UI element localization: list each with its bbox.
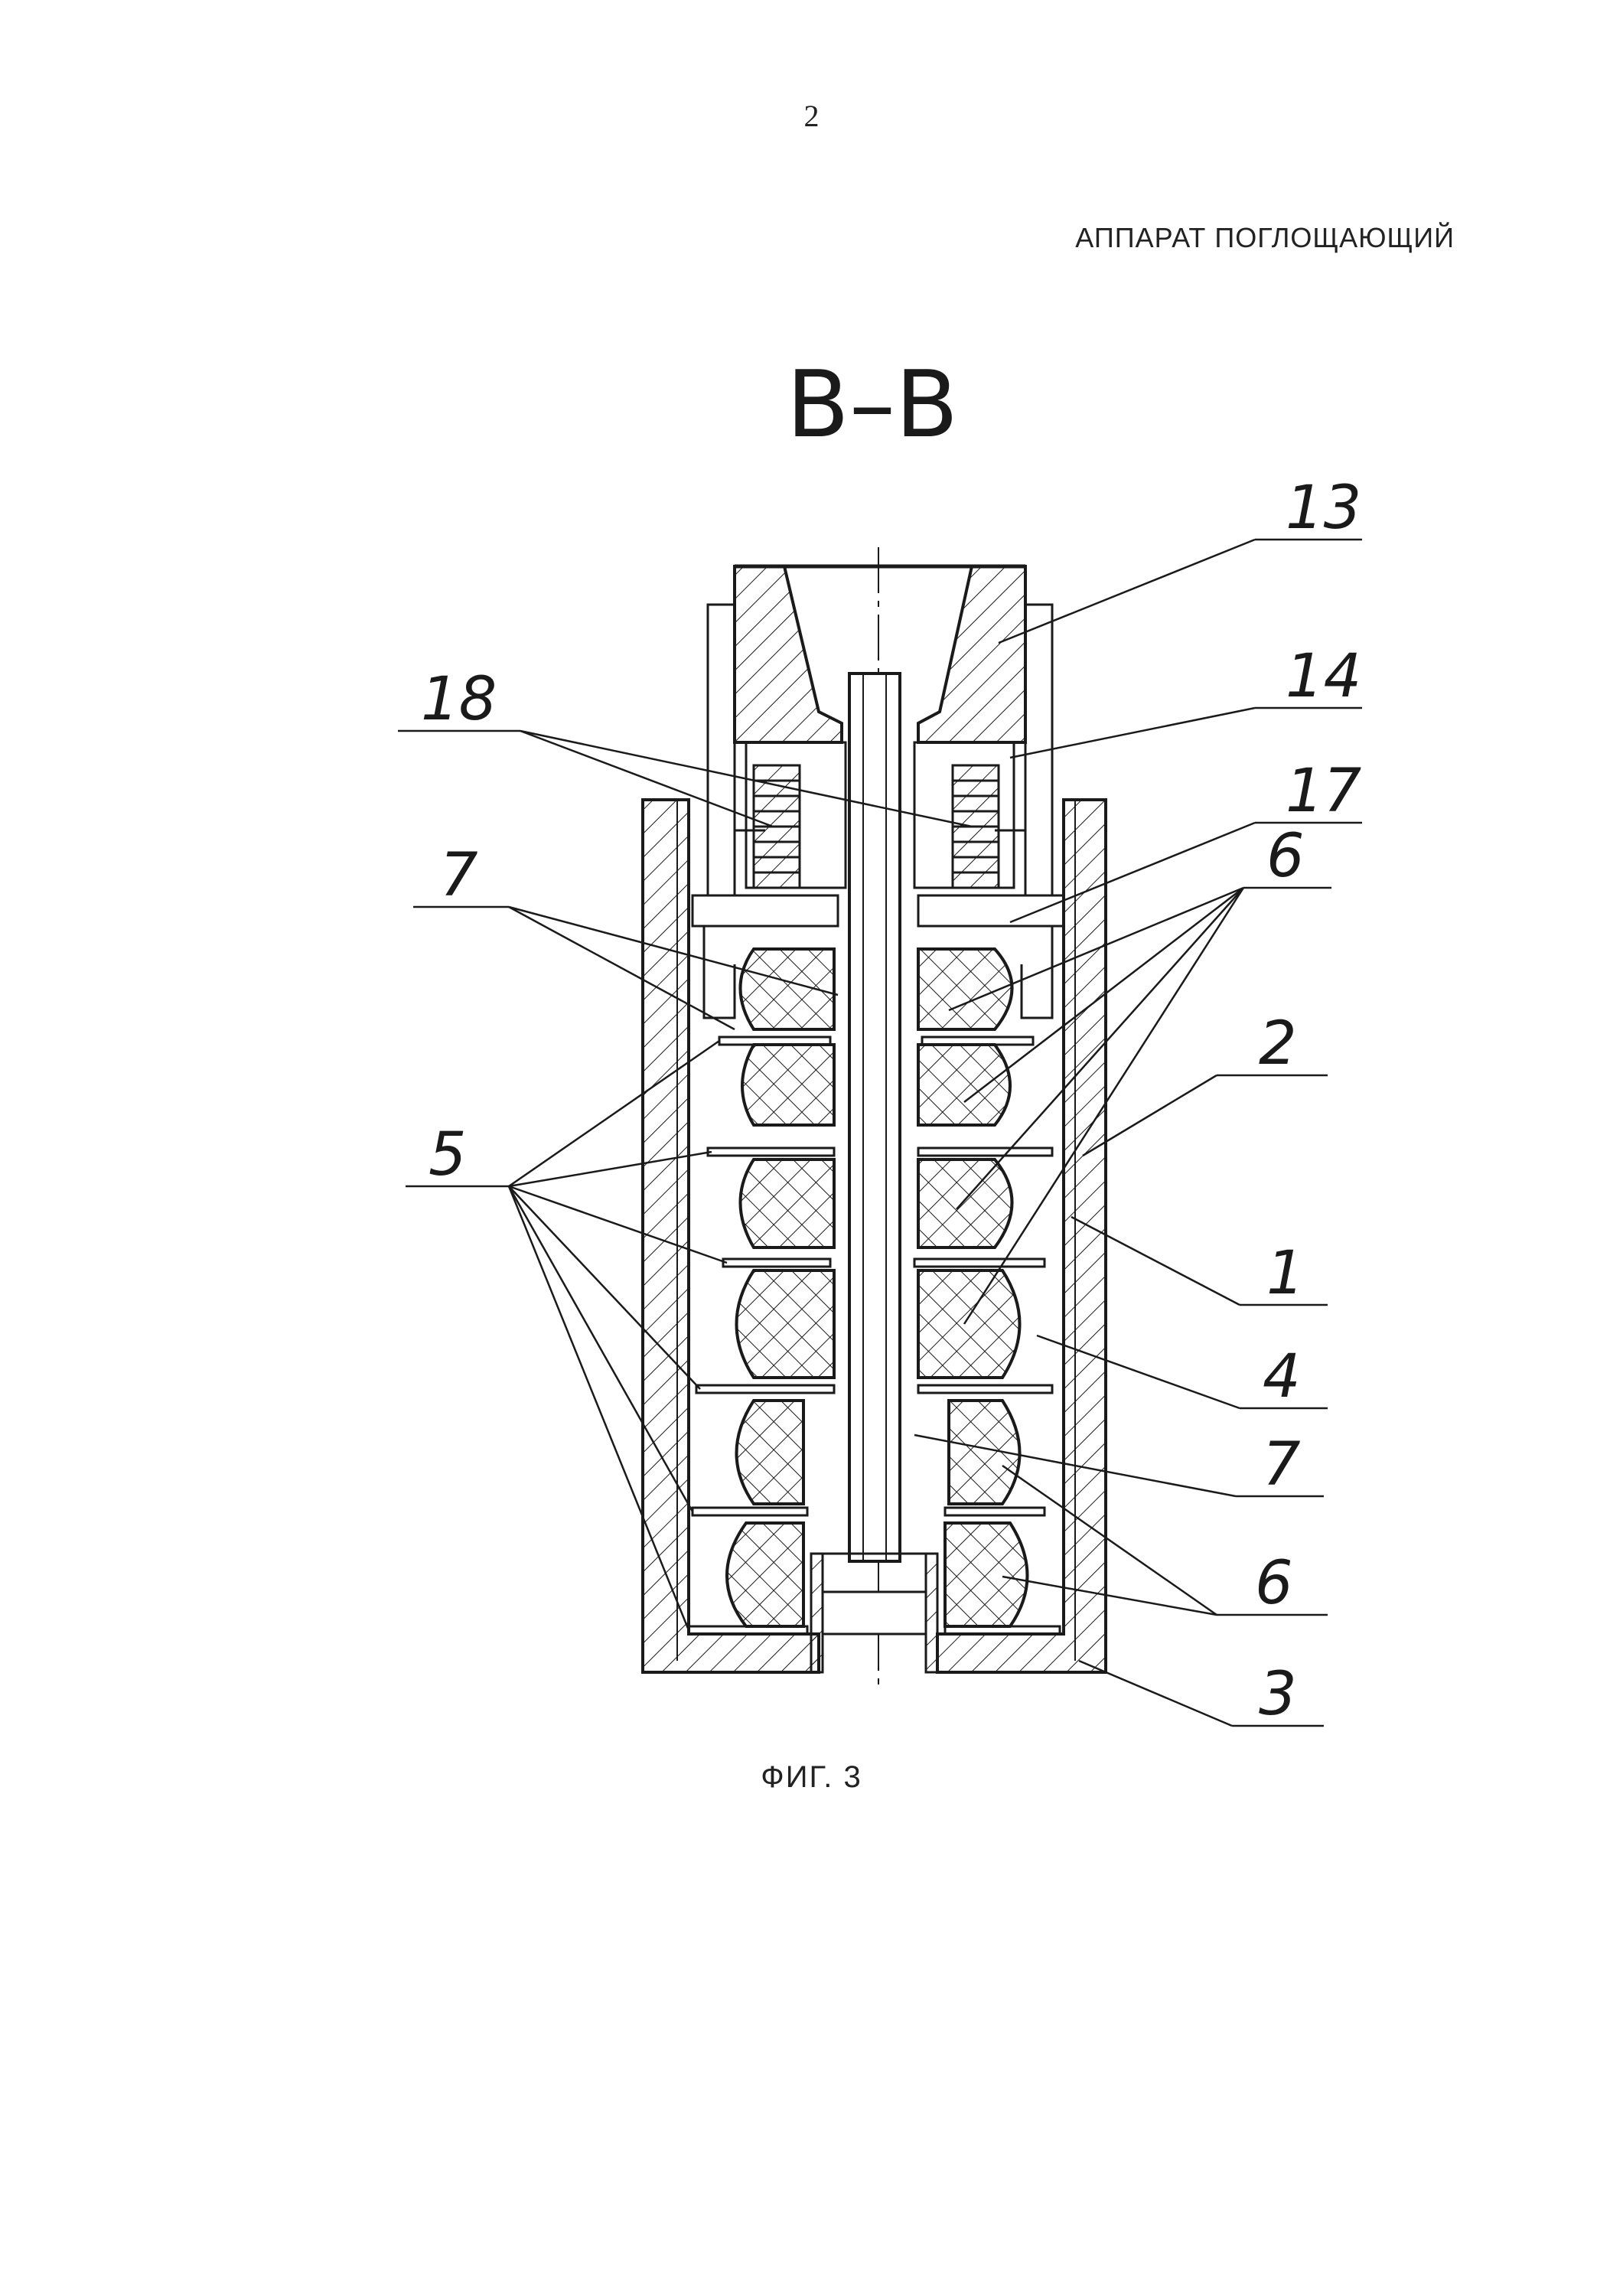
- central-rod: [848, 672, 901, 1563]
- spring-left: [752, 764, 801, 889]
- separator-plates-5: [687, 1035, 1061, 1636]
- callout-3: 3: [1259, 1660, 1297, 1729]
- page-number: 2: [803, 99, 820, 133]
- elastomer-stack-left: [725, 947, 836, 1628]
- callout-6-top: 6: [1266, 822, 1305, 891]
- callout-18: 18: [421, 665, 497, 734]
- callout-2: 2: [1259, 1009, 1297, 1078]
- callout-5: 5: [429, 1120, 467, 1189]
- callout-1: 1: [1266, 1239, 1305, 1308]
- spring-right: [951, 764, 1000, 889]
- callout-4: 4: [1263, 1342, 1301, 1411]
- callout-14: 14: [1286, 642, 1361, 711]
- callout-13: 13: [1286, 474, 1361, 543]
- callout-7-top: 7: [440, 841, 478, 910]
- callout-17: 17: [1286, 757, 1361, 826]
- callout-7-bottom: 7: [1263, 1430, 1301, 1499]
- document-title: АППАРАТ ПОГЛОЩАЮЩИЙ: [1075, 222, 1455, 253]
- elastomer-stack-right: [917, 947, 1029, 1628]
- plate-17: [691, 894, 839, 928]
- leader-lines: [398, 538, 1362, 1727]
- figure-caption: ФИГ. 3: [761, 1760, 862, 1794]
- section-label: B–B: [787, 352, 959, 458]
- callout-6-bottom: 6: [1255, 1549, 1293, 1618]
